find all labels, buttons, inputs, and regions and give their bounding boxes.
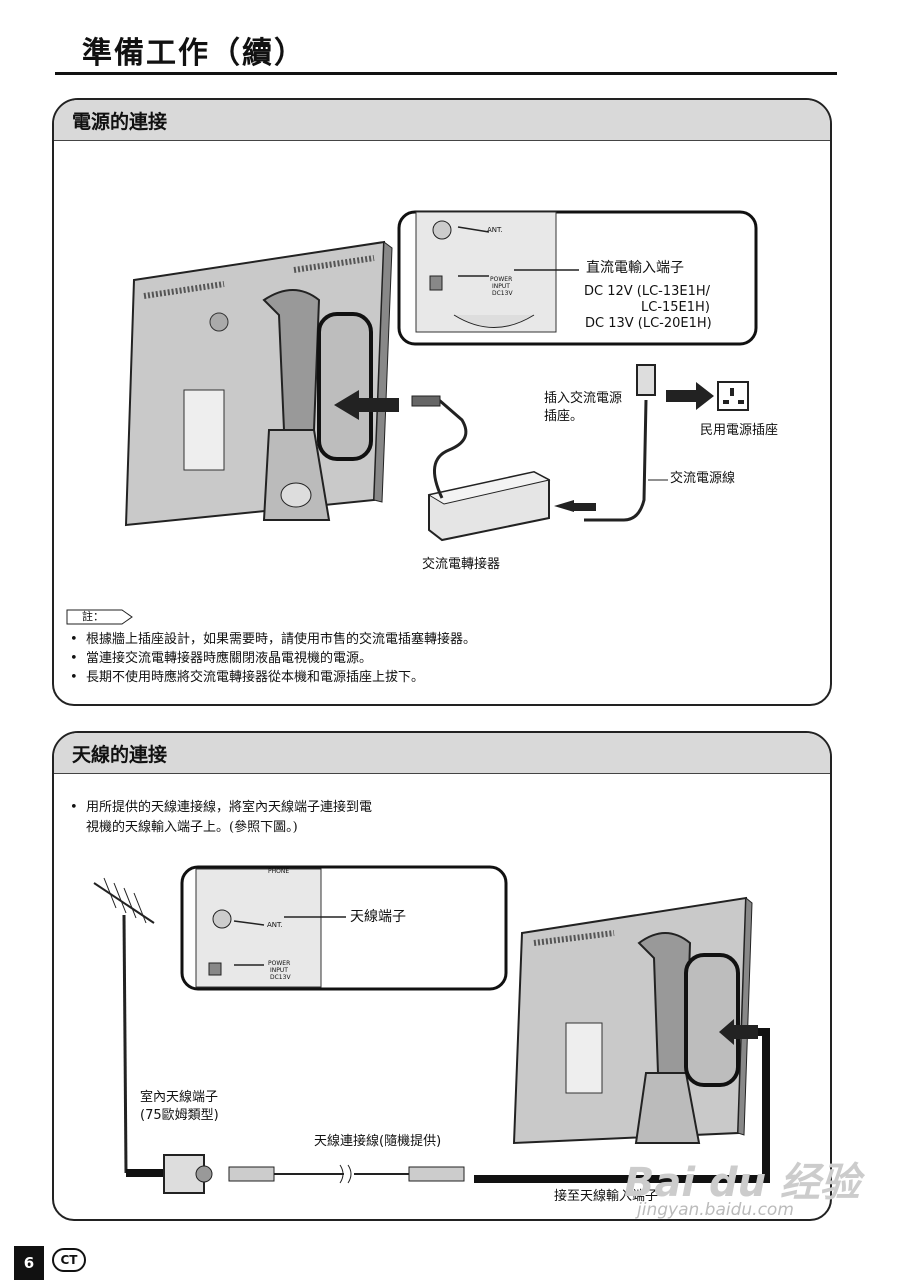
plug-into-label-2: 插座。: [544, 409, 584, 424]
ac-cord-label: 交流電源線: [670, 471, 736, 486]
inset-power-label-2: INPUT: [270, 967, 288, 974]
inset-power-label-1: POWER: [268, 960, 291, 967]
note-item: •根據牆上插座設計，如果需要時，請使用市售的交流電插塞轉接器。: [70, 632, 477, 647]
notes-list: •根據牆上插座設計，如果需要時，請使用市售的交流電插塞轉接器。 •當連接交流電轉…: [70, 630, 476, 687]
inset-power-label-3: DC13V: [270, 974, 291, 981]
dc-spec-2: LC-15E1H): [641, 300, 710, 315]
dc-terminal-inset: [397, 210, 758, 346]
antenna-cable-label: 天線連接線(隨機提供): [314, 1134, 442, 1149]
ac-adapter-label: 交流電轉接器: [422, 557, 501, 572]
note-tag-shape: [66, 609, 133, 625]
antenna-intro-2: 視機的天線輸入端子上。(參照下圖。): [86, 820, 298, 835]
antenna-terminal-inset: [180, 865, 508, 991]
section-header: 天線的連接: [54, 733, 830, 774]
dc-spec-3: DC 13V (LC-20E1H): [585, 316, 712, 331]
antenna-intro-1: •用所提供的天線連接線，將室內天線端子連接到電: [70, 800, 373, 815]
antenna-connection-section: 天線的連接 •用所提供的天線連接線，將室內天線端子連接到電 視機的天線輸入端子上…: [52, 731, 832, 1221]
title-divider: [55, 72, 837, 75]
tv-back-illustration: [474, 896, 770, 1183]
note-label: 註：: [82, 610, 104, 623]
section-heading: 電源的連接: [72, 111, 168, 133]
power-connection-section: 電源的連接: [52, 98, 832, 706]
outdoor-antenna-illustration: [93, 877, 164, 1177]
section-header: 電源的連接: [54, 100, 830, 141]
ac-adapter-illustration: [411, 364, 749, 542]
plug-into-label-1: 插入交流電源: [544, 391, 623, 406]
note-item: •當連接交流電轉接器時應關閉液晶電視機的電源。: [70, 651, 373, 666]
inset-power-label-2: INPUT: [492, 283, 510, 290]
section-heading: 天線的連接: [72, 744, 168, 766]
inset-ant-label: ANT.: [267, 921, 283, 929]
tv-back-illustration: [124, 240, 399, 527]
power-illustration: [124, 210, 758, 542]
inset-ant-label: ANT.: [487, 226, 503, 234]
inset-phone-label: PHONE: [268, 868, 290, 875]
note-item: •長期不使用時應將交流電轉接器從本機和電源插座上拔下。: [70, 670, 425, 685]
indoor-terminal-label-2: (75歐姆類型): [140, 1108, 219, 1123]
antenna-cable-illustration: [163, 1154, 465, 1194]
dc-spec-1: DC 12V (LC-13E1H/: [584, 284, 711, 299]
watermark-url: jingyan.baidu.com: [637, 1200, 794, 1220]
indoor-terminal-label-1: 室內天線端子: [140, 1090, 219, 1105]
page-number: 6: [14, 1246, 44, 1280]
inset-power-label-1: POWER: [490, 276, 513, 283]
dc-terminal-label: 直流電輸入端子: [586, 260, 684, 276]
inset-power-label-3: DC13V: [492, 290, 513, 297]
to-antenna-input-label: 接至天線輸入端子: [554, 1189, 659, 1204]
page-title: 準備工作（續）: [82, 36, 306, 71]
watermark-brand: Bai du 经验: [623, 1160, 860, 1206]
wall-outlet-label: 民用電源插座: [700, 423, 779, 438]
antenna-terminal-label: 天線端子: [350, 909, 406, 925]
antenna-illustration: [93, 865, 770, 1194]
language-badge: CT: [52, 1248, 86, 1272]
